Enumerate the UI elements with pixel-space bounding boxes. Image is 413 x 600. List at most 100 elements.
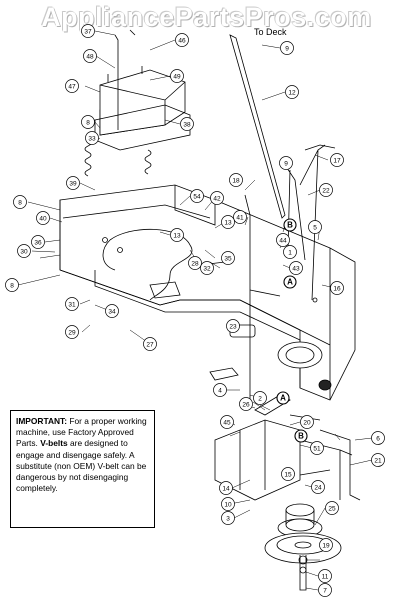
callout-15: 15: [281, 467, 295, 481]
callout-22: 22: [319, 183, 333, 197]
cable: [102, 228, 193, 301]
callout-circle: [221, 511, 235, 525]
callout-circle: [276, 233, 290, 247]
callout-number: 54: [193, 194, 201, 201]
callout-number: 39: [69, 181, 77, 188]
callout-6: 6: [371, 431, 385, 445]
callout-circle: [105, 304, 119, 318]
notice-text-1: For a proper working machine, use Factor…: [16, 416, 147, 449]
callout-40: 40: [36, 211, 50, 225]
callout-9: 9: [280, 41, 294, 55]
callout-number: 51: [313, 446, 321, 453]
callout-circle: [253, 391, 267, 405]
callout-21: 21: [371, 453, 385, 467]
callout-circle: [279, 156, 293, 170]
callout-13: 13: [170, 228, 184, 242]
callout-circle: [310, 441, 324, 455]
callout-number: 14: [222, 486, 230, 493]
callout-number: 22: [322, 188, 330, 195]
callout-circle: [83, 49, 97, 63]
callout-circle: [319, 183, 333, 197]
callout-number: 35: [224, 256, 232, 263]
callout-30: 30: [17, 244, 31, 258]
callout-circle: [285, 85, 299, 99]
callout-circle: [325, 501, 339, 515]
callout-circle: [283, 218, 297, 232]
callout-circle: [311, 480, 325, 494]
callout-circle: [66, 176, 80, 190]
callout-circle: [283, 275, 297, 289]
notice-important-label: IMPORTANT:: [16, 416, 68, 426]
callout-circle: [188, 256, 202, 270]
callout-number: 9: [285, 46, 289, 53]
callout-number: 29: [68, 330, 76, 337]
callout-20: 20: [300, 415, 314, 429]
callout-42: 42: [210, 191, 224, 205]
callout-B: B: [294, 429, 308, 443]
callout-27: 27: [143, 337, 157, 351]
callout-number: 17: [333, 158, 341, 165]
callout-circle: [281, 467, 295, 481]
callout-number: 47: [68, 84, 76, 91]
callout-circle: [276, 391, 290, 405]
callout-number: 8: [18, 200, 22, 207]
frame-assembly: [59, 184, 356, 401]
callout-circle: [289, 261, 303, 275]
callout-41: 41: [233, 210, 247, 224]
callout-number: 3: [226, 516, 230, 523]
callout-circle: [170, 69, 184, 83]
callout-number: 28: [191, 261, 199, 268]
callout-number: 37: [84, 29, 92, 36]
callout-number: 7: [323, 588, 327, 595]
callout-circle: [65, 325, 79, 339]
callout-circle: [170, 228, 184, 242]
callout-circle: [210, 191, 224, 205]
callout-B: B: [283, 218, 297, 232]
callout-number: 30: [20, 249, 28, 256]
callout-circle: [221, 215, 235, 229]
callout-number: 21: [374, 458, 382, 465]
callout-35: 35: [221, 251, 235, 265]
callout-9: 9: [279, 156, 293, 170]
callout-number: 19: [322, 543, 330, 550]
callout-43: 43: [289, 261, 303, 275]
callout-circle: [5, 278, 19, 292]
callout-3: 3: [221, 511, 235, 525]
callout-19: 19: [319, 538, 333, 552]
callout-5: 5: [308, 220, 322, 234]
callout-circle: [319, 538, 333, 552]
callout-10: 10: [221, 497, 235, 511]
callout-number: 40: [39, 216, 47, 223]
callout-circle: [180, 117, 194, 131]
callout-circle: [220, 415, 234, 429]
to-deck-label: To Deck: [254, 27, 287, 37]
callout-circle: [300, 415, 314, 429]
callout-number: 15: [284, 472, 292, 479]
callout-2: 2: [253, 391, 267, 405]
callout-8: 8: [13, 195, 27, 209]
callout-26: 26: [239, 397, 253, 411]
callout-8: 8: [81, 115, 95, 129]
callout-circle: [36, 211, 50, 225]
callout-12: 12: [285, 85, 299, 99]
callout-number: B: [287, 221, 293, 230]
callout-47: 47: [65, 79, 79, 93]
callout-number: 16: [333, 286, 341, 293]
callout-23: 23: [226, 319, 240, 333]
callout-circle: [330, 281, 344, 295]
callout-54: 54: [190, 189, 204, 203]
callout-36: 36: [31, 235, 45, 249]
callout-number: B: [298, 432, 304, 441]
callout-circle: [17, 244, 31, 258]
callout-circle: [81, 115, 95, 129]
callout-number: A: [280, 394, 286, 403]
callout-39: 39: [66, 176, 80, 190]
callout-33: 33: [85, 131, 99, 145]
callout-circle: [226, 319, 240, 333]
callout-25: 25: [325, 501, 339, 515]
callout-number: 42: [213, 196, 221, 203]
callout-31: 31: [65, 297, 79, 311]
